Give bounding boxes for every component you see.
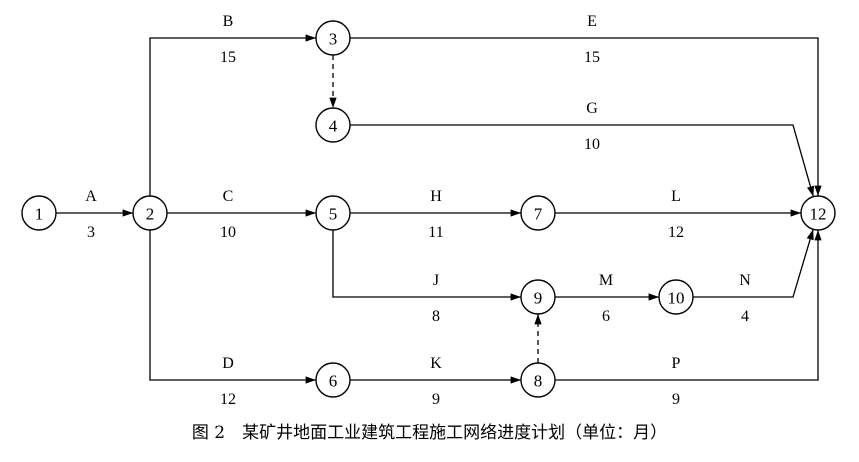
node-number: 7 [534, 205, 543, 224]
node-number: 10 [668, 289, 685, 308]
node-circle [315, 107, 351, 143]
activity-name-d: D [222, 355, 234, 372]
node-5: 5 [315, 195, 351, 231]
node-8: 8 [520, 362, 556, 398]
node-circle [315, 362, 351, 398]
activity-arrow-g [350, 124, 815, 197]
activity-duration-l: 12 [668, 224, 684, 241]
node-7: 7 [520, 195, 556, 231]
node-number: 6 [329, 372, 338, 391]
activity-name-l: L [671, 188, 681, 205]
node-9: 9 [520, 279, 556, 315]
activity-name-p: P [672, 355, 681, 372]
activity-name-k: K [430, 355, 442, 372]
node-circle [21, 195, 57, 231]
node-number: 5 [329, 205, 338, 224]
activity-duration-n: 4 [741, 308, 749, 325]
node-number: 8 [534, 372, 543, 391]
node-number: 1 [35, 205, 44, 224]
node-4: 4 [315, 107, 351, 143]
node-circle [315, 195, 351, 231]
node-circle [520, 195, 556, 231]
figure-caption: 图 2 某矿井地面工业建筑工程施工网络进度计划（单位：月） [191, 423, 668, 443]
activity-arrow-j [332, 230, 521, 301]
node-number: 4 [329, 117, 338, 136]
node-number: 2 [146, 205, 155, 224]
node-circle [315, 20, 351, 56]
activity-duration-c: 10 [220, 224, 236, 241]
activity-arrow-e [350, 37, 822, 196]
node-number: 9 [534, 289, 543, 308]
activity-duration-m: 6 [602, 308, 610, 325]
activity-duration-e: 15 [584, 49, 600, 66]
node-number: 3 [329, 30, 338, 49]
activity-arrow-d [149, 230, 316, 384]
activity-arrow-p [555, 230, 822, 381]
activity-name-e: E [587, 13, 597, 30]
activity-duration-k: 9 [432, 391, 440, 408]
activity-name-j: J [433, 272, 439, 289]
node-number: 12 [810, 205, 827, 224]
node-circle [658, 279, 694, 315]
activity-duration-a: 3 [87, 224, 95, 241]
activity-duration-h: 11 [428, 224, 443, 241]
activity-name-m: M [599, 272, 613, 289]
activity-duration-g: 10 [584, 136, 600, 153]
node-circle [800, 195, 836, 231]
node-circle [520, 279, 556, 315]
activity-duration-d: 12 [220, 391, 236, 408]
activity-duration-j: 8 [432, 308, 440, 325]
activity-duration-b: 15 [220, 49, 236, 66]
activity-duration-p: 9 [672, 391, 680, 408]
node-3: 3 [315, 20, 351, 56]
activity-name-h: H [430, 188, 442, 205]
activity-name-b: B [223, 13, 234, 30]
activity-name-a: A [85, 188, 97, 205]
node-12: 12 [800, 195, 836, 231]
activity-arrow-n [693, 229, 814, 298]
activity-name-g: G [586, 100, 598, 117]
activity-name-n: N [739, 272, 751, 289]
node-circle [520, 362, 556, 398]
node-1: 1 [21, 195, 57, 231]
node-circle [132, 195, 168, 231]
node-10: 10 [658, 279, 694, 315]
activity-name-c: C [223, 188, 234, 205]
activity-arrow-b [149, 34, 316, 196]
node-2: 2 [132, 195, 168, 231]
node-6: 6 [315, 362, 351, 398]
